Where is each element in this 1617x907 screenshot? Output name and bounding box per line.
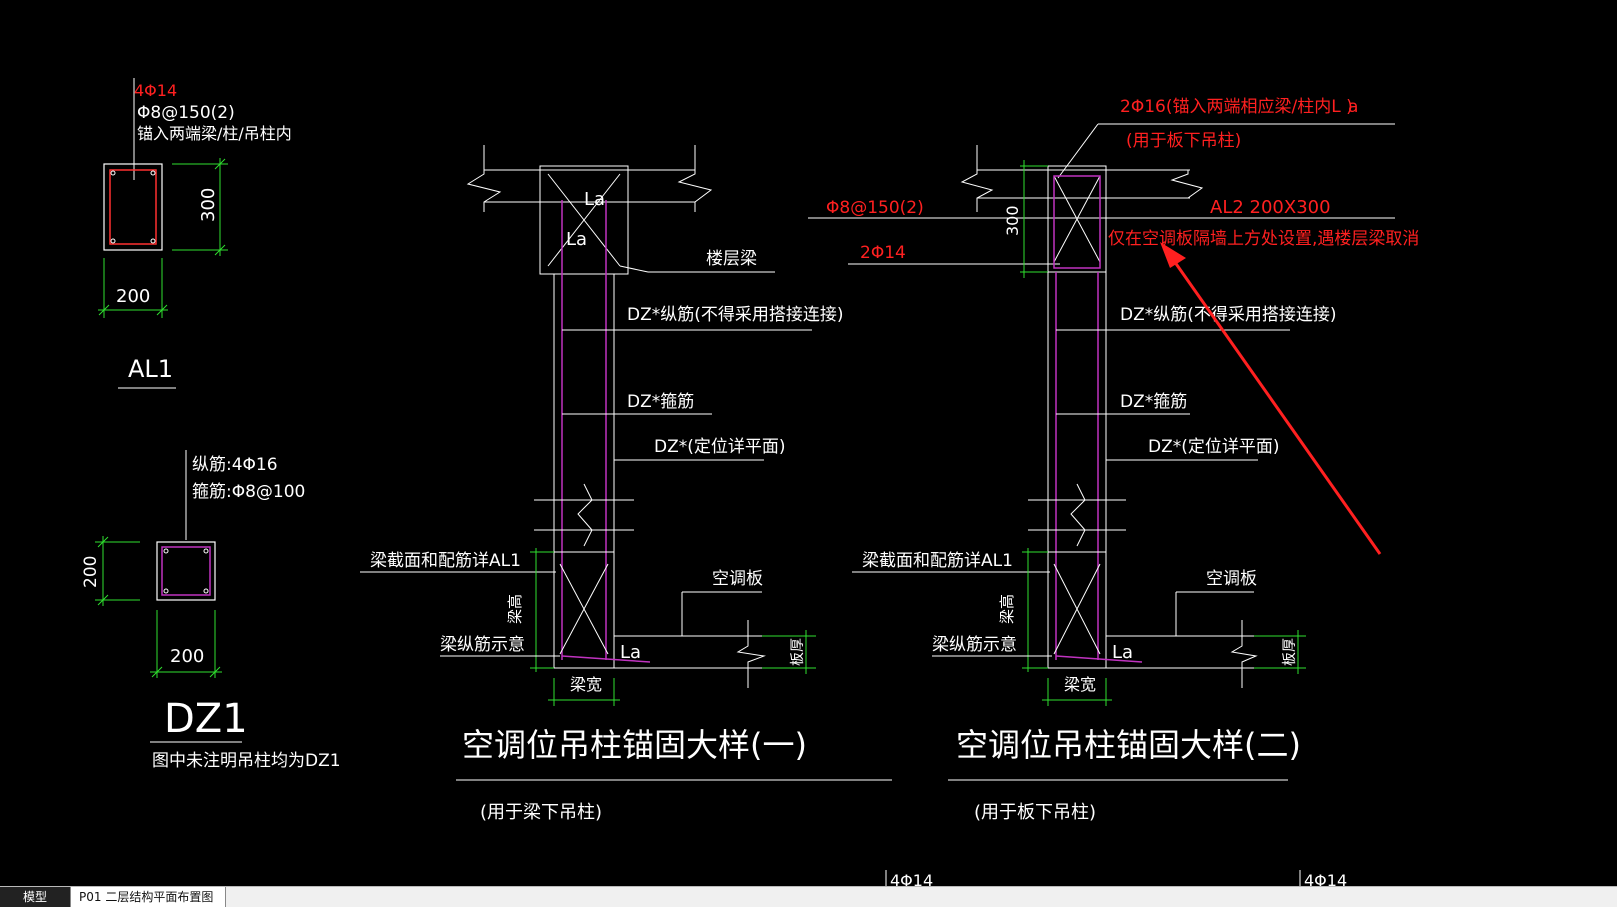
d2-beam-width: 梁宽 xyxy=(1064,675,1096,694)
al1-height-dim: 300 xyxy=(198,188,219,222)
d1-beam-bars: 梁纵筋示意 xyxy=(440,635,525,655)
d1-longitudinal: DZ*纵筋(不得采用搭接连接) xyxy=(627,305,844,325)
al1-name: AL1 xyxy=(128,355,173,383)
d2-condition: 仅在空调板隔墙上方处设置,遇楼层梁取消 xyxy=(1108,229,1419,249)
tab-layout-p01[interactable]: P01 二层结构平面布置图 xyxy=(70,887,226,907)
d1-beam-section: 梁截面和配筋详AL1 xyxy=(370,551,521,571)
d1-stirrup: DZ*箍筋 xyxy=(627,392,694,412)
d2-top-sub: (用于板下吊柱) xyxy=(1126,131,1241,151)
d2-title: 空调位吊柱锚固大样(二) xyxy=(956,726,1301,764)
d2-subtitle: (用于板下吊柱) xyxy=(974,802,1096,823)
d2-panel-thk: 板厚 xyxy=(1282,638,1298,666)
dz1-name: DZ1 xyxy=(164,696,248,742)
d1-la-2: La xyxy=(566,229,587,250)
d1-la-1: La xyxy=(584,189,605,210)
d2-stirrup: DZ*箍筋 xyxy=(1120,392,1187,412)
d1-la-3: La xyxy=(620,642,641,663)
d2-bottom-bars: 2Φ14 xyxy=(860,243,906,263)
al1-stirrup-label: Φ8@150(2) xyxy=(137,103,235,123)
d2-longitudinal: DZ*纵筋(不得采用搭接连接) xyxy=(1120,305,1337,325)
annotation-arrow xyxy=(1160,242,1382,555)
d2-top-a: a xyxy=(1348,97,1358,117)
dz1-width-dim: 200 xyxy=(170,646,204,667)
d1-beam-width: 梁宽 xyxy=(570,675,602,694)
d2-beam-section: 梁截面和配筋详AL1 xyxy=(862,551,1013,571)
dz1-long-bars: 纵筋:4Φ16 xyxy=(192,455,278,475)
dz1-stirrup: 箍筋:Φ8@100 xyxy=(192,482,305,502)
d1-title: 空调位吊柱锚固大样(一) xyxy=(462,726,807,764)
d1-subtitle: (用于梁下吊柱) xyxy=(480,802,602,823)
drawing-svg: 4Φ14 Φ8@150(2) 锚入两端梁/柱/吊柱内 300 200 AL1 纵… xyxy=(81,78,1419,886)
d2-dim-300: 300 xyxy=(1003,205,1022,236)
detail-1: La La 楼层梁 DZ*纵筋(不得采用搭接连接) DZ*箍筋 DZ*(定位详平… xyxy=(360,145,892,823)
d2-beam-bars: 梁纵筋示意 xyxy=(932,635,1017,655)
d1-ac-panel: 空调板 xyxy=(712,569,763,589)
dz1-section: 纵筋:4Φ16 箍筋:Φ8@100 200 200 DZ1 图中未注明吊柱均为D… xyxy=(81,450,341,771)
d1-panel-thk: 板厚 xyxy=(790,638,806,666)
d2-top-bars: 2Φ16(锚入两端相应梁/柱内L ) xyxy=(1120,97,1353,117)
dz1-height-dim: 200 xyxy=(81,556,101,588)
d2-position: DZ*(定位详平面) xyxy=(1148,437,1280,457)
al1-anchor-label: 锚入两端梁/柱/吊柱内 xyxy=(137,124,292,143)
al1-section: 4Φ14 Φ8@150(2) 锚入两端梁/柱/吊柱内 300 200 AL1 xyxy=(98,78,292,389)
bottom-cut: 4Φ14 4Φ14 xyxy=(885,870,1347,886)
d2-stirrup-spec: Φ8@150(2) xyxy=(826,198,924,218)
bottom-cut-left: 4Φ14 xyxy=(890,871,933,886)
cad-model-canvas[interactable]: 4Φ14 Φ8@150(2) 锚入两端梁/柱/吊柱内 300 200 AL1 纵… xyxy=(0,0,1617,886)
d2-beam-height: 梁高 xyxy=(998,594,1016,624)
d1-position: DZ*(定位详平面) xyxy=(654,437,786,457)
al1-width-dim: 200 xyxy=(116,286,150,307)
d2-la: La xyxy=(1112,642,1133,663)
d1-beam-height: 梁高 xyxy=(506,594,524,624)
layout-tab-bar: 模型 P01 二层结构平面布置图 xyxy=(0,886,1617,907)
d2-beam-label: AL2 200X300 xyxy=(1210,197,1331,218)
bottom-cut-right: 4Φ14 xyxy=(1304,871,1347,886)
al1-bars-label: 4Φ14 xyxy=(134,81,177,100)
tab-model[interactable]: 模型 xyxy=(0,887,70,907)
detail-2: 2Φ16(锚入两端相应梁/柱内L ) a (用于板下吊柱) Φ8@150(2) … xyxy=(808,97,1419,823)
dz1-note: 图中未注明吊柱均为DZ1 xyxy=(152,751,341,771)
d1-floor-beam: 楼层梁 xyxy=(706,249,757,269)
d2-ac-panel: 空调板 xyxy=(1206,569,1257,589)
